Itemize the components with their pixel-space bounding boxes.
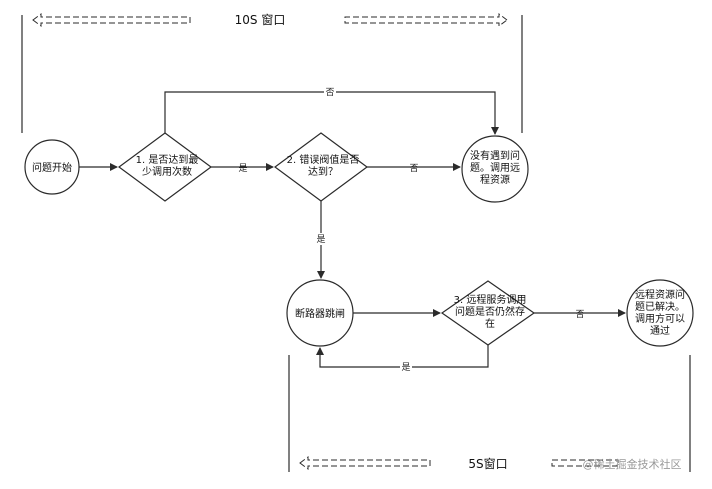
- node-label-line: 题。调用远: [470, 162, 520, 174]
- remote-resolved-node: 远程资源问题已解决。调用方可以通过: [626, 279, 694, 347]
- node-label-line: 少调用次数: [142, 165, 192, 178]
- node-label-line: 通过: [650, 324, 670, 337]
- bottom-window-right-arrow: [551, 459, 619, 467]
- start-node-label: 问题开始: [32, 161, 72, 174]
- edge-d3-no-label: 否: [575, 309, 584, 320]
- decision-remote-issue: 3. 远程服务调用问题是否仍然存在: [440, 280, 536, 346]
- decision-min-calls: 1. 是否达到最少调用次数: [117, 132, 213, 202]
- decision-error-threshold: 2. 错误阀值是否达到？: [273, 132, 369, 202]
- decision-error-threshold-label: 2. 错误阀值是否达到？: [287, 153, 360, 178]
- node-label-line: 没有遇到问: [470, 149, 520, 162]
- edge-d1-no: [164, 91, 499, 135]
- watermark: @稀土掘金技术社区: [583, 457, 682, 471]
- edge-d2-yes-label: 是: [316, 234, 325, 245]
- edge-d2-no-label: 否: [409, 163, 418, 174]
- start-node: 问题开始: [24, 139, 80, 195]
- bottom-window-label: 5S窗口: [468, 457, 507, 471]
- node-label-line: 断路器跳闸: [295, 307, 345, 320]
- remote-resolved-node-label: 远程资源问题已解决。调用方可以通过: [635, 288, 685, 337]
- node-label-line: 程资源: [480, 173, 510, 186]
- top-window-label: 10S 窗口: [235, 13, 286, 27]
- decision-min-calls-label: 1. 是否达到最少调用次数: [136, 154, 199, 178]
- node-label-line: 在: [485, 318, 495, 330]
- node-label-line: 2. 错误阀值是否: [287, 153, 360, 166]
- edge-d3-yes-bg: [400, 361, 412, 373]
- edge-d1-no-label: 否: [325, 87, 334, 98]
- node-label-line: 问题是否仍然存: [455, 305, 525, 318]
- node-label-line: 题已解决。: [635, 300, 685, 313]
- bottom-window-left-arrow: [299, 456, 431, 470]
- breaker-open-node: 断路器跳闸: [286, 279, 354, 347]
- decision-remote-issue-label: 3. 远程服务调用问题是否仍然存在: [454, 293, 527, 330]
- remote-resource-node: 没有遇到问题。调用远程资源: [461, 135, 529, 203]
- edge-d2-yes-bg: [315, 233, 327, 245]
- top-window-right-arrow: [344, 13, 508, 27]
- breaker-open-node-label: 断路器跳闸: [295, 307, 345, 320]
- top-window-left-arrow: [32, 13, 191, 27]
- edge-d3-yes-label: 是: [401, 362, 410, 373]
- node-label-line: 1. 是否达到最: [136, 154, 199, 166]
- edge-d1-yes-label: 是: [238, 163, 247, 174]
- node-label-line: 达到？: [308, 166, 338, 178]
- node-label-line: 调用方可以: [635, 312, 685, 325]
- edge-d1-no-bg: [324, 86, 336, 98]
- remote-resource-node-label: 没有遇到问题。调用远程资源: [470, 149, 520, 186]
- node-label-line: 3. 远程服务调用: [454, 293, 527, 306]
- node-label-line: 问题开始: [32, 161, 72, 174]
- node-label-line: 远程资源问: [635, 288, 685, 301]
